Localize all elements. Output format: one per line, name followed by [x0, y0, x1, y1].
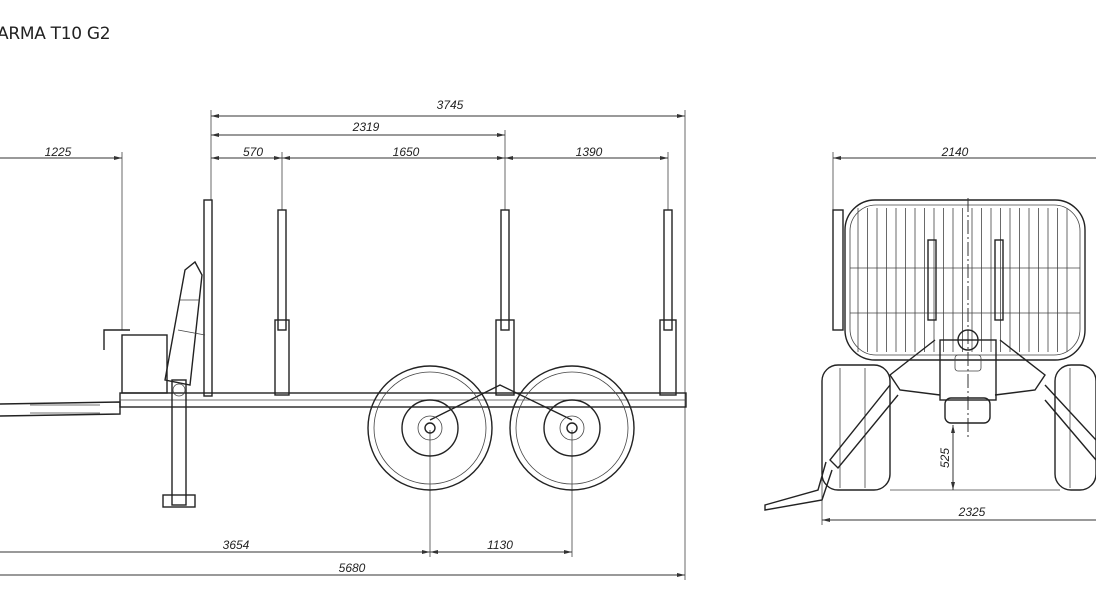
dim-2319: 2319 — [352, 120, 380, 134]
dim-1130: 1130 — [487, 538, 513, 552]
trailer-side-view — [0, 199, 687, 508]
dim-525: 525 — [938, 448, 952, 468]
wheel-rear — [509, 365, 635, 491]
dim-570: 570 — [243, 145, 263, 159]
dim-2325: 2325 — [958, 505, 986, 519]
dim-2140: 2140 — [941, 145, 969, 159]
dim-3745: 3745 — [437, 98, 464, 112]
rear-dimensions: 2140 2325 525 — [821, 145, 1096, 525]
wheel-front — [367, 365, 493, 491]
drawing-title: ARMA T10 G2 — [0, 24, 111, 44]
trailer-rear-view — [764, 198, 1096, 511]
dim-1390: 1390 — [576, 145, 603, 159]
stakes — [274, 209, 677, 396]
dim-1650: 1650 — [393, 145, 420, 159]
side-dimensions: 3745 2319 570 1650 1390 1225 3654 1130 5… — [0, 98, 686, 580]
dim-3654: 3654 — [223, 538, 250, 552]
dim-5680: 5680 — [339, 561, 366, 575]
dim-1225: 1225 — [45, 145, 72, 159]
